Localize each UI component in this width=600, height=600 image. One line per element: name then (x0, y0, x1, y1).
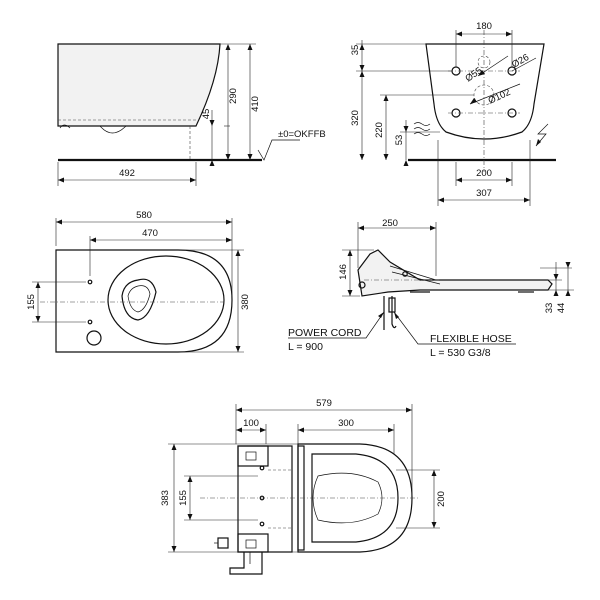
dim-rear-200: 200 (476, 168, 492, 179)
flexible-hose-label: FLEXIBLE HOSE (430, 333, 512, 345)
dim-rear-dia-26: Ø26 (510, 52, 531, 71)
dim-seat-top-383: 383 (160, 490, 171, 506)
dim-rear-53: 53 (394, 135, 405, 146)
power-cord-label: POWER CORD (288, 327, 362, 339)
bowl-top-view: 580 470 155 380 (26, 210, 251, 353)
water-connection-icon (413, 122, 431, 136)
dim-side-45: 45 (201, 109, 212, 120)
dim-rear-35: 35 (350, 45, 361, 56)
seat-side-view: 250 146 33 44 POWER CORD L = 900 FLEXIBL… (288, 218, 574, 359)
rear-view: 180 35 320 220 53 Ø55 Ø26 Ø102 (350, 21, 556, 206)
dim-side-410: 410 (250, 96, 261, 112)
dim-seat-top-300: 300 (338, 418, 354, 429)
flexible-hose-length: L = 530 G3/8 (430, 347, 491, 359)
side-view: 290 410 45 492 ±0=OKFFB (57, 43, 326, 186)
dim-seat-top-200: 200 (436, 491, 447, 507)
dim-side-290: 290 (228, 88, 239, 104)
dim-seat-top-155: 155 (178, 490, 189, 506)
dim-seat-top-579: 579 (316, 398, 332, 409)
dim-rear-307: 307 (476, 188, 492, 199)
dim-top-155: 155 (26, 294, 37, 310)
floor-level-label: ±0=OKFFB (278, 129, 326, 140)
dim-seat-250: 250 (382, 218, 398, 229)
dim-top-380: 380 (240, 294, 251, 310)
dim-seat-33: 33 (544, 303, 555, 314)
electric-connection-icon (535, 123, 549, 147)
dim-top-470: 470 (142, 228, 158, 239)
seat-top-view: 579 100 300 383 155 200 (160, 398, 447, 575)
dim-side-492: 492 (119, 168, 135, 179)
dim-rear-320: 320 (350, 110, 361, 126)
dim-seat-top-100: 100 (243, 418, 259, 429)
dim-rear-180: 180 (476, 21, 492, 32)
dim-rear-dia-55: Ø55 (463, 65, 484, 84)
dim-rear-dia-102: Ø102 (487, 87, 513, 107)
dim-rear-220: 220 (374, 122, 385, 138)
dim-seat-44: 44 (556, 303, 567, 314)
power-cord-length: L = 900 (288, 341, 323, 353)
dim-seat-146: 146 (338, 264, 349, 280)
dim-top-580: 580 (136, 210, 152, 221)
